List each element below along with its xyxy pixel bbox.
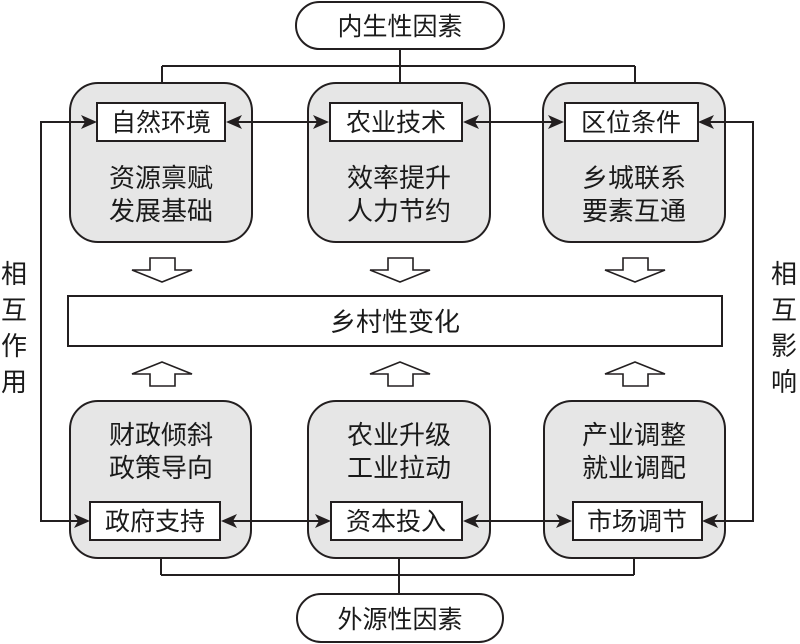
- left-interaction-loop: 相 互 作 用: [1, 115, 97, 528]
- left-side-char: 相: [1, 260, 27, 290]
- exogenous-factors-label: 外源性因素: [337, 605, 462, 634]
- arrowhead-left: [226, 115, 242, 129]
- rurality-change-box: [67, 295, 723, 347]
- right-influence-loop: 相 互 影 响: [698, 115, 797, 528]
- hollow-down-arrow-icon: [369, 257, 431, 283]
- card-desc-line-1: 农业升级: [347, 421, 451, 451]
- bottom-connectors: [160, 558, 635, 594]
- top-card-natural-environment: 自然环境 资源禀赋 发展基础: [69, 82, 253, 243]
- card-title: 市场调节: [587, 507, 687, 536]
- hollow-down-arrow-icon: [604, 257, 666, 283]
- rurality-change-label: 乡村性变化: [330, 308, 460, 338]
- arrowhead-left: [698, 115, 714, 129]
- card-title: 资本投入: [346, 507, 446, 536]
- card-desc-line-2: 人力节约: [347, 197, 451, 227]
- top-bidirectional-arrows: [226, 115, 564, 129]
- card-title: 政府支持: [105, 507, 205, 536]
- exogenous-factors-node: 外源性因素: [296, 593, 504, 643]
- bottom-card-government-support: 财政倾斜 政策导向 政府支持: [69, 400, 252, 559]
- up-arrows: [131, 361, 666, 387]
- arrowhead-right: [315, 514, 331, 528]
- card-desc-line-2: 政策导向: [109, 454, 213, 484]
- card-desc-line-1: 效率提升: [347, 164, 451, 194]
- right-side-char: 相: [771, 260, 797, 290]
- hollow-down-arrow-icon: [131, 257, 193, 283]
- card-desc-line-1: 产业调整: [582, 421, 686, 451]
- rurality-change-node: 乡村性变化: [67, 295, 723, 347]
- top-card-location-conditions: 区位条件 乡城联系 要素互通: [542, 82, 726, 243]
- right-loop-line: [705, 121, 754, 522]
- hollow-up-arrow-icon: [369, 361, 431, 387]
- card-title-box: [564, 102, 699, 142]
- arrowhead-left: [702, 514, 718, 528]
- arrowhead-right: [556, 514, 572, 528]
- right-side-char: 响: [771, 368, 797, 398]
- down-arrows: [131, 257, 666, 283]
- card-title-box: [572, 501, 703, 541]
- card-title: 农业技术: [346, 108, 446, 137]
- card-title: 自然环境: [111, 108, 211, 137]
- arrowhead-right: [81, 115, 97, 129]
- bottom-card-capital-investment: 农业升级 工业拉动 资本投入: [307, 400, 491, 559]
- exogenous-factors-pill: [296, 593, 504, 643]
- right-side-char: 互: [771, 296, 797, 326]
- card-title-box: [330, 501, 463, 541]
- bottom-bidirectional-arrows: [221, 514, 572, 528]
- arrowhead-left: [221, 514, 237, 528]
- endogenous-factors-label: 内生性因素: [337, 12, 462, 41]
- arrowhead-right: [548, 115, 564, 129]
- card-title-box: [329, 102, 463, 142]
- right-side-label: 相 互 影 响: [771, 260, 797, 398]
- top-connectors: [161, 49, 636, 83]
- card-desc-line-2: 发展基础: [109, 197, 213, 227]
- left-side-char: 用: [1, 368, 27, 398]
- top-card-agricultural-technology: 农业技术 效率提升 人力节约: [307, 82, 491, 243]
- left-side-label: 相 互 作 用: [1, 260, 27, 398]
- endogenous-factors-node: 内生性因素: [295, 1, 505, 50]
- card-title: 区位条件: [581, 108, 681, 137]
- arrowhead-right: [313, 115, 329, 129]
- card-desc-line-1: 乡城联系: [582, 164, 686, 194]
- card-desc-line-1: 资源禀赋: [109, 164, 213, 194]
- hollow-up-arrow-icon: [131, 361, 193, 387]
- card-title-box: [96, 102, 226, 142]
- card-desc-line-1: 财政倾斜: [109, 421, 213, 451]
- bottom-card-market-regulation: 产业调整 就业调配 市场调节: [543, 400, 726, 559]
- right-side-char: 影: [771, 332, 797, 362]
- card-desc-line-2: 工业拉动: [347, 454, 451, 484]
- card-desc-line-2: 要素互通: [582, 197, 686, 227]
- left-loop-line: [40, 121, 90, 522]
- card-desc-line-2: 就业调配: [582, 454, 686, 484]
- arrowhead-right: [74, 514, 90, 528]
- left-side-char: 互: [1, 296, 27, 326]
- card-title-box: [89, 501, 221, 541]
- arrowhead-left: [463, 115, 479, 129]
- arrowhead-left: [463, 514, 479, 528]
- hollow-up-arrow-icon: [604, 361, 666, 387]
- left-side-char: 作: [1, 332, 27, 362]
